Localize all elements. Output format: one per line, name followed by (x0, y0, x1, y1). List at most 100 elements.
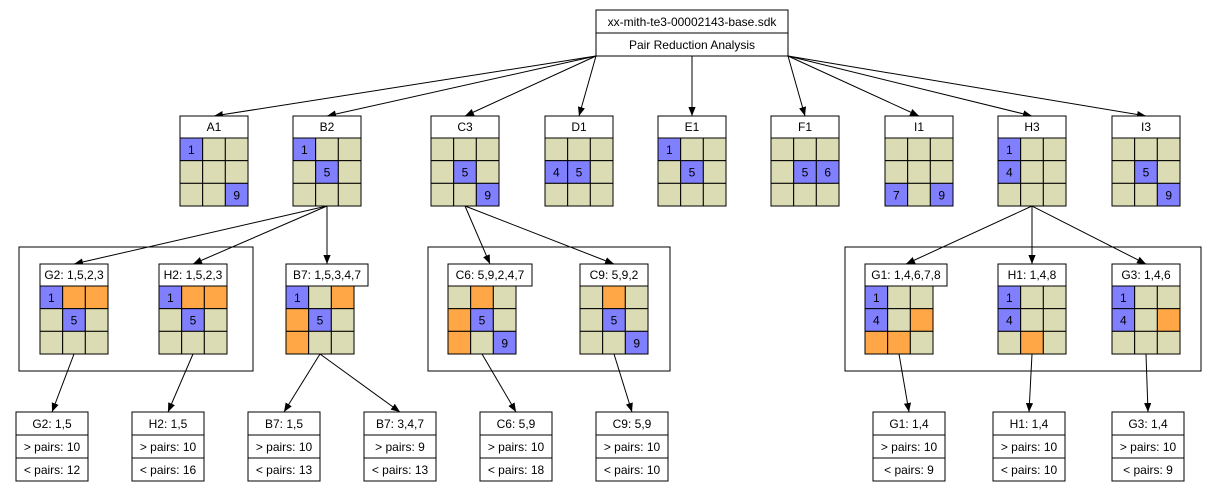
edge-b2-to-g2 (73, 205, 328, 266)
empty-cell (624, 308, 649, 332)
empty-cell (315, 137, 339, 162)
result-title: C9: 5,9 (613, 417, 652, 431)
grid-node-title: B2 (320, 120, 335, 134)
empty-cell (453, 137, 477, 162)
edge-b7-to-r-b7a (283, 353, 321, 413)
empty-cell (430, 137, 455, 162)
empty-cell (1111, 182, 1136, 207)
result-less-pairs: < pairs: 9 (1123, 463, 1173, 477)
pair-cell (181, 285, 205, 310)
grid-node-title: H3 (1024, 120, 1040, 134)
empty-cell (680, 137, 704, 162)
pair-cell (864, 330, 889, 355)
grid-node-title: I1 (914, 120, 924, 134)
pair-cell (887, 330, 911, 355)
grid-node-g2: G2: 1,5,2,315 (39, 263, 109, 355)
cell-digit: 4 (553, 166, 560, 180)
result-greater-pairs: > pairs: 9 (375, 440, 425, 454)
empty-cell (887, 308, 911, 332)
cell-digit: 5 (576, 166, 583, 180)
grid-node-title: H2: 1,5,2,3 (164, 268, 223, 282)
given-cell (624, 330, 649, 355)
result-title: B7: 1,5 (265, 417, 303, 431)
cell-digit: 1 (1006, 291, 1013, 305)
given-cell (492, 330, 517, 355)
edge-root-to-d1 (577, 55, 597, 117)
pair-cell (909, 308, 934, 332)
empty-cell (815, 182, 840, 207)
pair-cell (1020, 330, 1044, 355)
empty-cell (224, 160, 249, 184)
empty-cell (624, 285, 649, 310)
empty-cell (1156, 137, 1181, 162)
result-title: H2: 1,5 (149, 417, 188, 431)
empty-cell (475, 137, 500, 162)
given-cell (224, 182, 249, 207)
edge-c6-to-r-c6 (481, 353, 517, 413)
cell-digit: 9 (484, 188, 491, 202)
empty-cell (1042, 308, 1067, 332)
empty-cell (589, 160, 614, 184)
cell-digit: 1 (48, 291, 55, 305)
root-file-label: xx-mith-te3-00002143-base.sdk (608, 15, 778, 29)
cell-digit: 1 (873, 291, 880, 305)
result-node-c6: C6: 5,9> pairs: 10< pairs: 18 (479, 411, 553, 482)
result-frame (131, 411, 205, 482)
grid-node-title: G3: 1,4,6 (1121, 268, 1171, 282)
empty-cell (579, 330, 604, 355)
pair-cell (447, 330, 472, 355)
empty-cell (39, 308, 64, 332)
empty-cell (453, 182, 477, 207)
edge-root-to-h3 (787, 55, 1033, 118)
cell-digit: 9 (938, 188, 945, 202)
cell-digit: 4 (1120, 314, 1127, 328)
pair-cell (1156, 308, 1181, 332)
edge-g1-to-r-g1 (898, 353, 912, 413)
empty-cell (567, 137, 591, 162)
grid-node-title: C3 (457, 120, 473, 134)
empty-cell (308, 330, 332, 355)
result-less-pairs: < pairs: 13 (256, 463, 313, 477)
edge-b2-to-h2 (192, 205, 328, 265)
result-title: H1: 1,4 (1010, 417, 1049, 431)
edge-root-to-a1 (213, 55, 597, 119)
grid-node-c6: C6: 5,9,2,4,759 (447, 263, 533, 355)
empty-cell (1156, 285, 1181, 310)
edge-b7-to-r-b7b (319, 353, 401, 413)
grid-node-h2: H2: 1,5,2,315 (158, 263, 228, 355)
result-frame (872, 411, 946, 482)
empty-cell (337, 182, 362, 207)
pair-cell (84, 285, 109, 310)
empty-cell (1020, 308, 1044, 332)
empty-cell (770, 182, 795, 207)
given-cell (475, 182, 500, 207)
cell-digit: 5 (611, 314, 618, 328)
cell-digit: 9 (633, 336, 640, 350)
result-greater-pairs: > pairs: 10 (1001, 440, 1058, 454)
empty-cell (907, 137, 931, 162)
result-title: B7: 3,4,7 (376, 417, 424, 431)
edge-c3-to-c9 (464, 205, 615, 265)
result-greater-pairs: > pairs: 10 (140, 440, 197, 454)
result-greater-pairs: > pairs: 10 (256, 440, 313, 454)
empty-cell (887, 285, 911, 310)
result-title: G2: 1,5 (32, 417, 72, 431)
empty-cell (430, 160, 455, 184)
empty-cell (997, 182, 1022, 207)
empty-cell (1042, 182, 1067, 207)
empty-cell (492, 285, 517, 310)
result-greater-pairs: > pairs: 10 (488, 440, 545, 454)
empty-cell (579, 285, 604, 310)
edge-h2-to-r-h2 (167, 353, 194, 413)
grid-node-title: C6: 5,9,2,4,7 (456, 268, 525, 282)
edge-c9-to-r-c9 (613, 353, 633, 413)
empty-cell (430, 182, 455, 207)
empty-cell (470, 330, 494, 355)
result-frame (1111, 411, 1185, 482)
